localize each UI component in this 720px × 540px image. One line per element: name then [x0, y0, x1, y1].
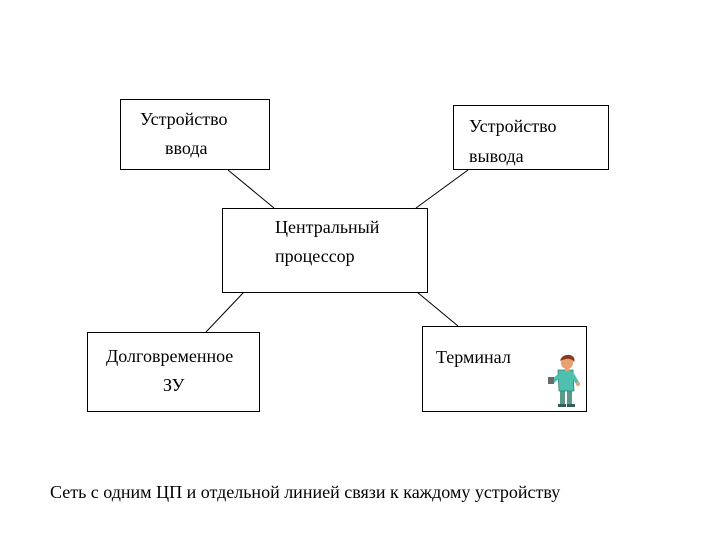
connector-output-to-cpu: [415, 169, 469, 209]
output-device-label-line2: вывода: [469, 146, 524, 166]
output-device-label-line1: Устройство: [469, 116, 557, 136]
connector-cpu-to-storage: [205, 291, 245, 333]
storage-label-line2: ЗУ: [163, 375, 185, 395]
connector-input-to-cpu: [227, 169, 275, 209]
storage-node: [87, 332, 260, 412]
storage-label-line1: Долговременное: [106, 346, 234, 366]
output-device-node: [453, 105, 609, 170]
terminal-node: [422, 326, 587, 412]
terminal-label: Терминал: [436, 347, 511, 367]
input-device-node: [120, 99, 270, 170]
cpu-label-line1: Центральный: [275, 217, 380, 237]
cpu-label-line2: процессор: [275, 246, 355, 266]
input-device-label-line2: ввода: [165, 138, 208, 158]
person-clipart-icon: [548, 354, 580, 407]
input-device-label-line1: Устройство: [140, 109, 228, 129]
connector-cpu-to-terminal: [416, 291, 459, 327]
cpu-node: [222, 208, 428, 293]
diagram-caption: Сеть с одним ЦП и отдельной линией связи…: [50, 482, 561, 502]
